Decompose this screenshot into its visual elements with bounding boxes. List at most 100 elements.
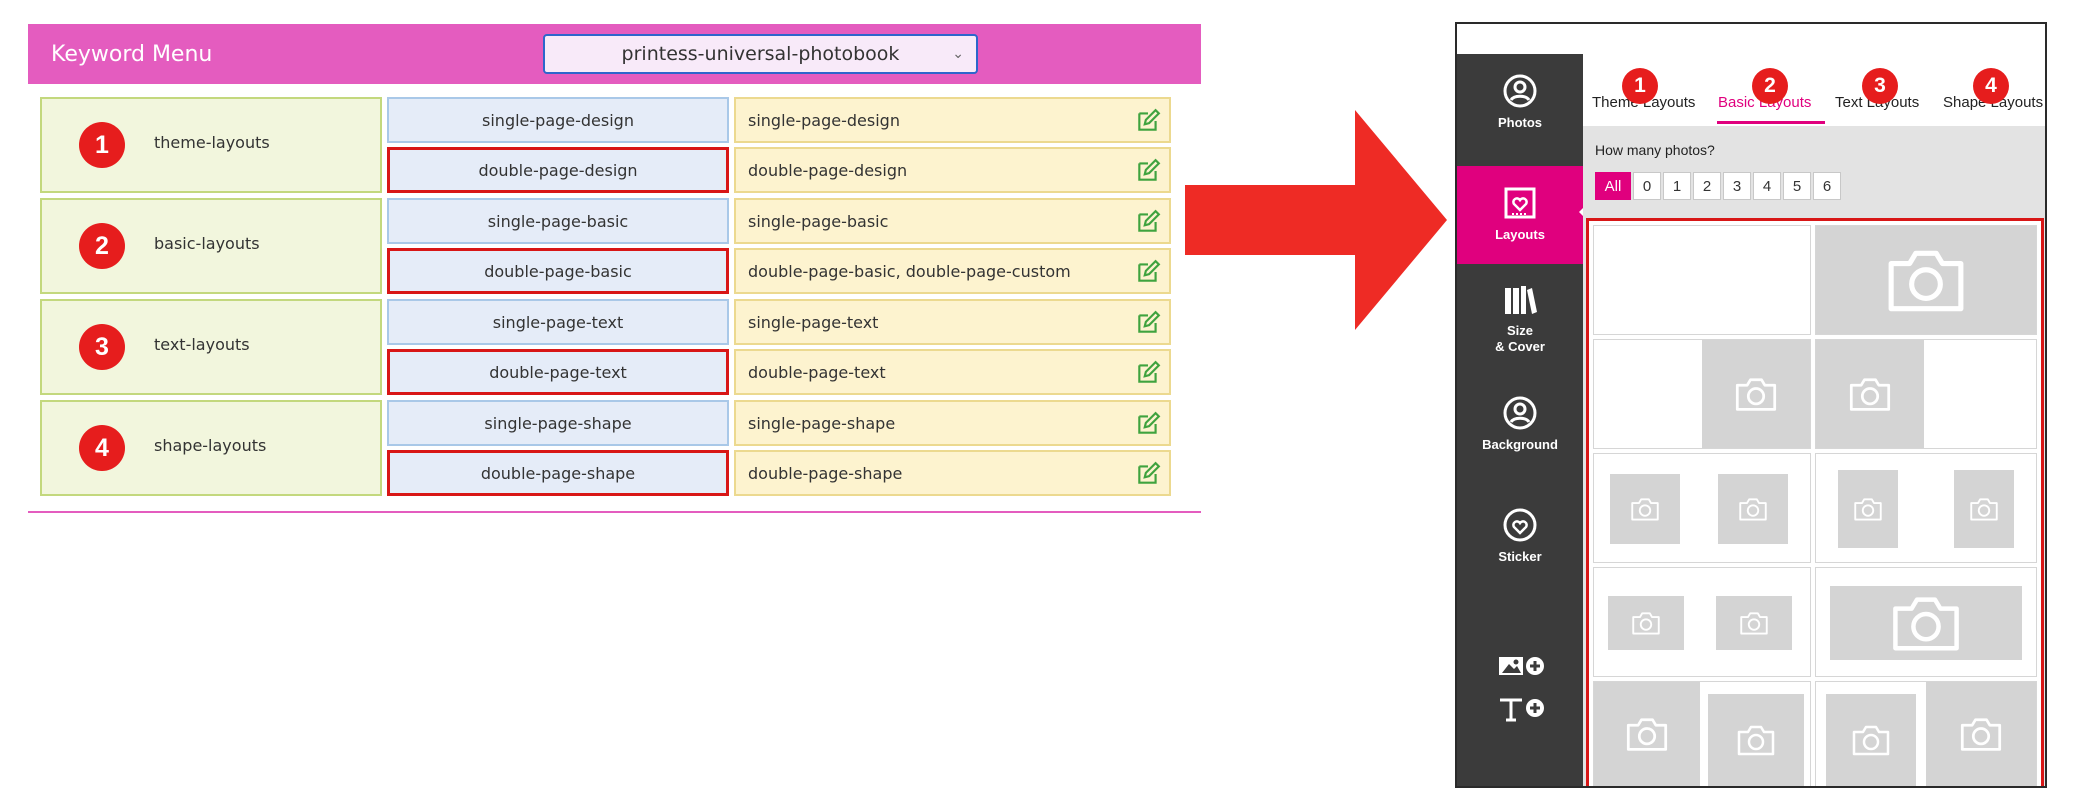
value-text: double-page-basic, double-page-custom bbox=[748, 261, 1071, 281]
active-tab-underline bbox=[1717, 121, 1825, 124]
number-badge: 2 bbox=[1752, 68, 1788, 104]
photo-placeholder bbox=[1702, 340, 1810, 448]
photo-count-4[interactable]: 4 bbox=[1753, 172, 1781, 200]
photo-count-3[interactable]: 3 bbox=[1723, 172, 1751, 200]
group-label: theme-layouts bbox=[154, 133, 270, 152]
camera-icon bbox=[1631, 498, 1659, 521]
camera-icon bbox=[1888, 250, 1964, 312]
photo-placeholder bbox=[1816, 340, 1924, 448]
photo-placeholder bbox=[1954, 470, 2014, 548]
photo-placeholder bbox=[1594, 682, 1700, 786]
layout-tile-blank[interactable] bbox=[1593, 225, 1811, 335]
tab-text-layouts[interactable]: 3 Text Layouts bbox=[1835, 68, 1919, 111]
edit-icon[interactable] bbox=[1135, 310, 1161, 336]
menu-divider bbox=[28, 511, 1201, 513]
photo-placeholder bbox=[1708, 694, 1804, 786]
keyword-cell: single-page-text bbox=[387, 299, 729, 345]
photo-placeholder bbox=[1926, 682, 2036, 786]
keyword-cell-highlighted: double-page-text bbox=[387, 349, 729, 395]
keyword-cell-highlighted: double-page-shape bbox=[387, 450, 729, 496]
value-text: double-page-shape bbox=[748, 463, 903, 483]
photo-placeholder bbox=[1610, 474, 1680, 544]
value-cell: single-page-shape bbox=[734, 400, 1171, 446]
value-cell: double-page-design bbox=[734, 147, 1171, 193]
edit-icon[interactable] bbox=[1135, 411, 1161, 437]
layout-heart-icon bbox=[1504, 187, 1536, 219]
user-circle-icon bbox=[1503, 396, 1537, 430]
sidebar-item-size-cover[interactable]: Size & Cover bbox=[1457, 264, 1583, 362]
edit-icon[interactable] bbox=[1135, 360, 1161, 386]
value-text: double-page-design bbox=[748, 160, 908, 180]
value-text: single-page-basic bbox=[748, 211, 889, 231]
sidebar-label: Photos bbox=[1497, 115, 1543, 130]
camera-icon bbox=[1849, 378, 1891, 411]
camera-icon bbox=[1739, 498, 1767, 521]
group-text-layouts: 3 text-layouts bbox=[40, 299, 382, 395]
photo-placeholder bbox=[1838, 470, 1898, 548]
number-badge: 1 bbox=[79, 122, 125, 168]
keyword-cell-highlighted: double-page-basic bbox=[387, 248, 729, 294]
books-icon bbox=[1505, 286, 1537, 314]
layouts-content: How many photos? All 0 1 2 3 4 5 6 bbox=[1583, 126, 2045, 786]
layout-tile-two-landscape[interactable] bbox=[1593, 567, 1811, 677]
camera-icon bbox=[1960, 718, 2002, 751]
edit-icon[interactable] bbox=[1135, 259, 1161, 285]
sidebar-label: Background bbox=[1482, 437, 1558, 452]
layout-tile-half-right[interactable] bbox=[1593, 339, 1811, 449]
photo-placeholder bbox=[1608, 596, 1684, 650]
layout-tile-full-photo[interactable] bbox=[1815, 225, 2037, 335]
add-text-icon[interactable] bbox=[1497, 696, 1547, 722]
value-text: single-page-design bbox=[748, 110, 900, 130]
layout-tile-half-left[interactable] bbox=[1815, 339, 2037, 449]
group-shape-layouts: 4 shape-layouts bbox=[40, 400, 382, 496]
edit-icon[interactable] bbox=[1135, 461, 1161, 487]
edit-icon[interactable] bbox=[1135, 209, 1161, 235]
value-cell: double-page-text bbox=[734, 349, 1171, 395]
add-image-icon[interactable] bbox=[1497, 654, 1547, 678]
photo-count-all[interactable]: All bbox=[1595, 172, 1631, 200]
tab-basic-layouts[interactable]: 2 Basic Layouts bbox=[1718, 68, 1811, 111]
theme-select[interactable]: printess-universal-photobook ⌄ bbox=[543, 34, 978, 74]
group-basic-layouts: 2 basic-layouts bbox=[40, 198, 382, 294]
sidebar-item-background[interactable]: Background bbox=[1457, 376, 1583, 474]
sidebar-item-layouts[interactable]: Layouts bbox=[1457, 166, 1583, 264]
edit-icon[interactable] bbox=[1135, 158, 1161, 184]
value-cell: single-page-text bbox=[734, 299, 1171, 345]
value-text: single-page-text bbox=[748, 312, 879, 332]
number-badge: 1 bbox=[1622, 68, 1658, 104]
keyword-cell: single-page-basic bbox=[387, 198, 729, 244]
camera-icon bbox=[1970, 498, 1998, 521]
layout-tile-mosaic-2[interactable] bbox=[1815, 681, 2037, 786]
photo-count-5[interactable]: 5 bbox=[1783, 172, 1811, 200]
edit-icon[interactable] bbox=[1135, 108, 1161, 134]
layout-tile-wide-photo[interactable] bbox=[1815, 567, 2037, 677]
group-label: shape-layouts bbox=[154, 436, 267, 455]
value-cell: single-page-design bbox=[734, 97, 1171, 143]
layout-tile-mosaic[interactable] bbox=[1593, 681, 1811, 786]
photo-placeholder bbox=[1826, 694, 1916, 786]
photo-count-0[interactable]: 0 bbox=[1633, 172, 1661, 200]
keyword-cell-highlighted: double-page-design bbox=[387, 147, 729, 193]
group-label: basic-layouts bbox=[154, 234, 260, 253]
layout-tile-two-portrait[interactable] bbox=[1815, 453, 2037, 563]
tab-theme-layouts[interactable]: 1 Theme Layouts bbox=[1592, 68, 1695, 111]
photo-placeholder bbox=[1718, 474, 1788, 544]
number-badge: 3 bbox=[1862, 68, 1898, 104]
editor-panel: Photos Layouts Size & Cover Background S… bbox=[1455, 22, 2047, 788]
photo-count-1[interactable]: 1 bbox=[1663, 172, 1691, 200]
tab-shape-layouts[interactable]: 4 Shape Layouts bbox=[1943, 68, 2043, 111]
layout-tile-two-square[interactable] bbox=[1593, 453, 1811, 563]
keyword-cell: single-page-shape bbox=[387, 400, 729, 446]
keyword-menu-title: Keyword Menu bbox=[51, 41, 213, 67]
number-badge: 3 bbox=[79, 324, 125, 370]
group-theme-layouts: 1 theme-layouts bbox=[40, 97, 382, 193]
sidebar-item-photos[interactable]: Photos bbox=[1457, 54, 1583, 152]
layout-tabs: 1 Theme Layouts 2 Basic Layouts 3 Text L… bbox=[1583, 54, 2045, 126]
camera-icon bbox=[1740, 612, 1768, 635]
value-cell: single-page-basic bbox=[734, 198, 1171, 244]
camera-icon bbox=[1737, 725, 1775, 756]
photo-count-6[interactable]: 6 bbox=[1813, 172, 1841, 200]
sidebar-item-sticker[interactable]: Sticker bbox=[1457, 488, 1583, 586]
value-cell: double-page-shape bbox=[734, 450, 1171, 496]
photo-count-2[interactable]: 2 bbox=[1693, 172, 1721, 200]
